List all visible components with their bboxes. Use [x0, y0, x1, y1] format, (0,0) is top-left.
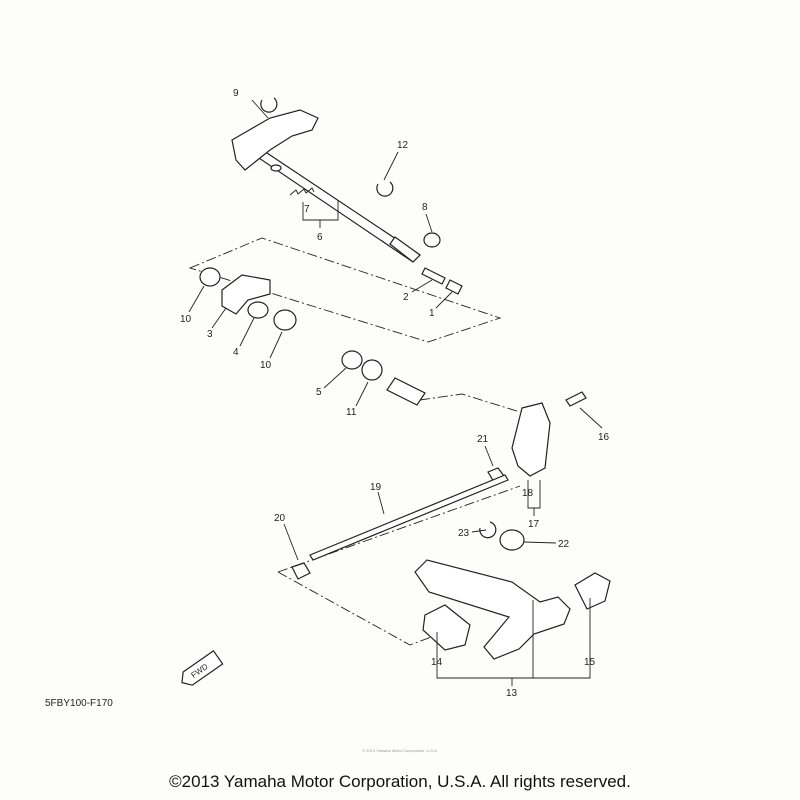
- oil-seal-5: [341, 350, 363, 370]
- callout-21: 21: [477, 434, 489, 445]
- callout-12: 12: [397, 140, 409, 151]
- callout-14: 14: [431, 657, 443, 668]
- shift-arm-18: [511, 402, 551, 477]
- callout-23: 23: [458, 528, 470, 539]
- bolt-16: [565, 391, 587, 407]
- spring-7: [289, 187, 315, 196]
- circlip-9: [260, 97, 278, 113]
- callout-10-a: 10: [180, 314, 192, 325]
- nut-20: [291, 562, 311, 580]
- leader-lines: [188, 99, 603, 686]
- shift-shaft: [231, 109, 421, 263]
- collar: [386, 377, 426, 406]
- bolt-2: [421, 267, 446, 285]
- circlip-23: [479, 521, 497, 539]
- assembly-outline-lower: [277, 485, 521, 646]
- callout-19: 19: [370, 482, 382, 493]
- callout-20: 20: [274, 513, 286, 524]
- callout-17: 17: [528, 519, 540, 530]
- watermark: © 2013 Yamaha Motor Corporation, U.S.A.: [362, 748, 438, 753]
- washer-10-a: [199, 267, 221, 287]
- callout-1: 1: [429, 308, 435, 319]
- callout-6: 6: [317, 232, 323, 243]
- callout-9: 9: [233, 88, 239, 99]
- callout-3: 3: [207, 329, 213, 340]
- callout-5: 5: [316, 387, 322, 398]
- fwd-arrow-icon: FWD: [181, 649, 224, 686]
- joint-15: [574, 572, 611, 610]
- callout-22: 22: [558, 539, 570, 550]
- spring-8: [423, 232, 441, 248]
- callout-16: 16: [598, 432, 610, 443]
- plate-1: [445, 279, 463, 295]
- washer-10-b: [273, 309, 297, 331]
- callout-10-b: 10: [260, 360, 272, 371]
- callout-2: 2: [403, 292, 409, 303]
- callout-labels: 9 12 7 6 8 2 1 10 3 4 10 5 11 16 21 18 1…: [180, 88, 610, 699]
- circlip-12: [376, 181, 394, 197]
- callout-4: 4: [233, 347, 239, 358]
- pedal-rubber-14: [422, 604, 471, 651]
- spring-4: [247, 301, 269, 319]
- callout-15: 15: [584, 657, 596, 668]
- shift-pedal-13: [414, 559, 571, 660]
- callout-7: 7: [304, 204, 310, 215]
- assembly-outline-upper: [188, 237, 502, 343]
- callout-18: 18: [522, 488, 534, 499]
- washer-11: [361, 359, 383, 381]
- linkage-line: [419, 393, 521, 413]
- callout-8: 8: [422, 202, 428, 213]
- shift-rod-19: [309, 474, 509, 561]
- copyright-notice: ©2013 Yamaha Motor Corporation, U.S.A. A…: [169, 772, 631, 791]
- washer-22: [499, 529, 525, 551]
- stopper-lever-3: [221, 274, 271, 315]
- callout-11: 11: [346, 407, 357, 418]
- diagram-code: 5FBY100-F170: [45, 698, 113, 709]
- callout-13: 13: [506, 688, 518, 699]
